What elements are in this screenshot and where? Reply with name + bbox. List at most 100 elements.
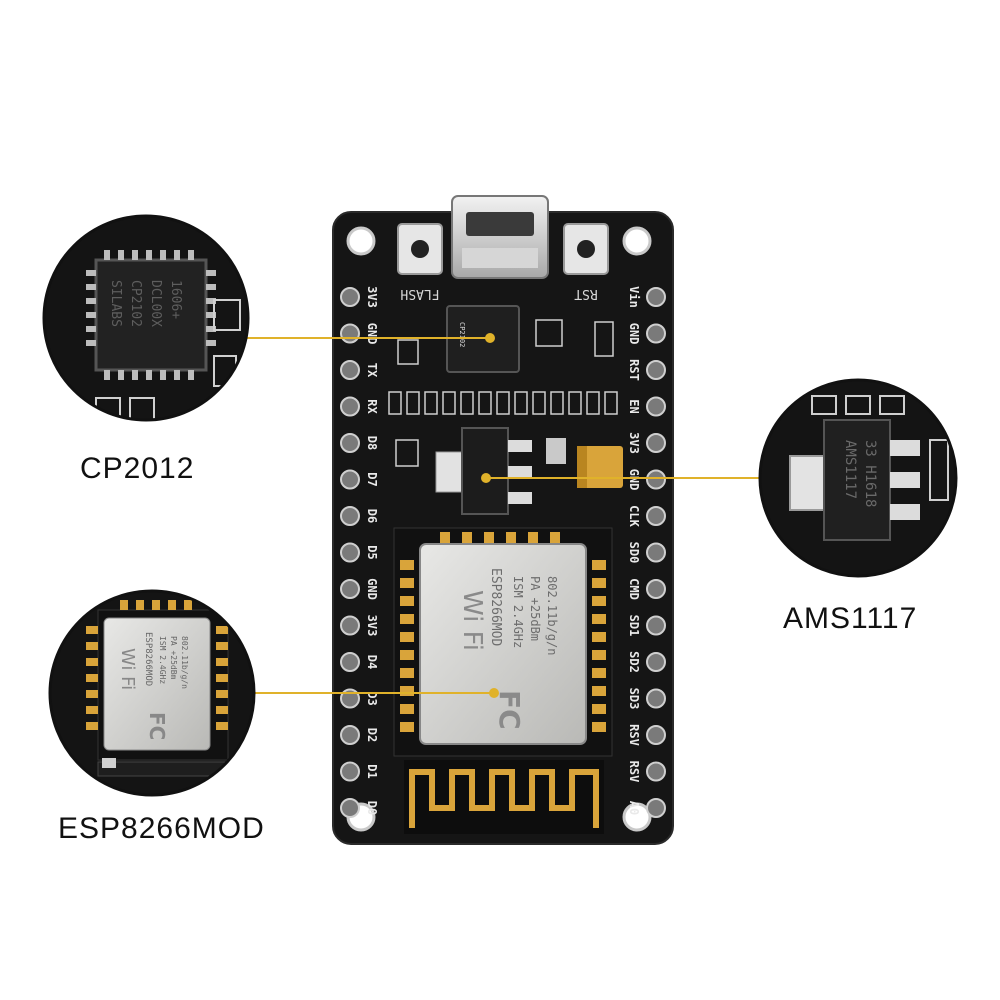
ams1117-caption: AMS1117 — [783, 602, 918, 635]
left-pin-label: D1 — [365, 764, 379, 778]
esp-pad — [506, 532, 516, 544]
right-pin-label: CMD — [627, 578, 641, 600]
esp-pad — [400, 632, 414, 642]
esp-pad — [592, 614, 606, 624]
right-pin — [646, 360, 666, 380]
rst-label: RST — [574, 286, 598, 301]
right-pin-label: SD0 — [627, 542, 641, 564]
right-pin-label: GND — [627, 469, 641, 491]
left-pin — [340, 542, 360, 563]
esp-pad — [592, 668, 606, 678]
left-pin-label: 3V3 — [365, 615, 379, 637]
right-pin-label: RST — [627, 359, 641, 381]
esp-zoom-pa: PA +25dBm — [169, 636, 178, 680]
esp8266-module: Wi Fi ESP8266MOD ISM 2.4GHz PA +25dBm 80… — [393, 527, 613, 757]
esp-pad — [400, 704, 414, 714]
left-pin — [340, 761, 360, 782]
esp-pad — [484, 532, 494, 544]
cp2102-zoom-circle: SILABS CP2102 DCL00X 1606+ — [42, 214, 250, 422]
esp-pa-text: PA +25dBm — [528, 576, 542, 641]
left-pin — [340, 725, 360, 745]
right-pin-label: 3V3 — [627, 432, 641, 454]
left-pin-label: D6 — [365, 509, 379, 523]
left-pin-label: 3V3 — [365, 286, 379, 308]
left-pin-label: D5 — [365, 545, 379, 559]
esp-fc-logo: FC — [493, 690, 526, 730]
esp-freq-text: ISM 2.4GHz — [511, 576, 525, 648]
left-pin-label: D0 — [365, 801, 379, 815]
esp-zoom-wifi: Wi Fi — [117, 648, 138, 690]
esp-pad — [462, 532, 472, 544]
esp-pad — [528, 532, 538, 544]
micro-usb-port — [451, 195, 549, 279]
esp-zoom-freq: ISM 2.4GHz — [158, 636, 167, 684]
right-pin — [646, 396, 666, 417]
cp-zoom-line-4: 1606+ — [168, 280, 183, 319]
esp-pad — [400, 614, 414, 624]
left-pin — [340, 798, 360, 818]
right-pin — [646, 725, 666, 745]
ams1117-zoom-circle: AMS1117 33 H1618 — [758, 378, 958, 578]
right-pin — [646, 287, 666, 307]
left-pin — [340, 360, 360, 380]
esp-model-text: ESP8266MOD — [488, 568, 503, 646]
esp-wifi-logo: Wi Fi — [457, 590, 487, 651]
right-pin — [646, 323, 666, 344]
esp-pad — [440, 532, 450, 544]
left-pin — [340, 469, 360, 490]
esp-pad — [592, 722, 606, 732]
left-pin-label: D7 — [365, 472, 379, 486]
left-pin — [340, 506, 360, 526]
right-pin-label: SD3 — [627, 688, 641, 710]
right-pin — [646, 688, 666, 709]
left-pin — [340, 579, 360, 599]
right-pin-label: GND — [627, 323, 641, 345]
left-pin-label: D2 — [365, 728, 379, 742]
esp-pad — [400, 686, 414, 696]
tantalum-capacitor — [577, 446, 623, 488]
esp-pad — [400, 722, 414, 732]
right-pin-label: CLK — [627, 505, 641, 527]
esp-pad — [592, 686, 606, 696]
left-pin-label: D8 — [365, 436, 379, 450]
mounting-holes — [346, 226, 652, 832]
right-pin — [646, 433, 666, 453]
esp-pad — [592, 650, 606, 660]
right-pin — [646, 506, 666, 526]
left-pin-label: D3 — [365, 691, 379, 705]
esp-zoom-model: ESP8266MOD — [143, 632, 153, 686]
cp2012-caption: CP2012 — [80, 452, 195, 485]
left-pin-label: RX — [365, 399, 379, 414]
cp-chip-text: CP2102 — [458, 322, 466, 347]
right-pin-label: SD2 — [627, 651, 641, 673]
left-pin — [340, 615, 360, 636]
left-pin — [340, 652, 360, 672]
left-pin — [340, 323, 360, 344]
right-header-pins: VinGNDRSTEN3V3GNDCLKSD0CMDSD1SD2SD3RSVRS… — [627, 286, 666, 818]
ams1117-regulator — [435, 427, 532, 515]
esp-pad — [550, 532, 560, 544]
resistor — [546, 438, 566, 464]
right-pin-label: EN — [627, 399, 641, 413]
right-pin — [646, 652, 666, 672]
pcb-antenna — [404, 760, 604, 834]
esp-pad — [592, 560, 606, 570]
left-pin — [340, 396, 360, 417]
left-pin-label: D4 — [365, 655, 379, 669]
esp8266mod-caption: ESP8266MOD — [58, 812, 265, 845]
ams-zoom-line-2: 33 H1618 — [862, 440, 878, 507]
right-pin — [646, 761, 666, 782]
esp-pad — [400, 578, 414, 588]
esp8266-zoom-circle: Wi Fi ESP8266MOD ISM 2.4GHz PA +25dBm 80… — [48, 589, 256, 797]
cp-zoom-line-3: DCL00X — [148, 280, 163, 327]
esp-pad — [400, 596, 414, 606]
left-pin-label: GND — [365, 323, 379, 345]
esp-pad — [592, 704, 606, 714]
right-pin-label: A0 — [627, 801, 641, 815]
esp-pad — [400, 668, 414, 678]
ams-zoom-line-1: AMS1117 — [842, 440, 858, 499]
right-pin-label: RSV — [627, 724, 641, 746]
esp-pad — [592, 596, 606, 606]
